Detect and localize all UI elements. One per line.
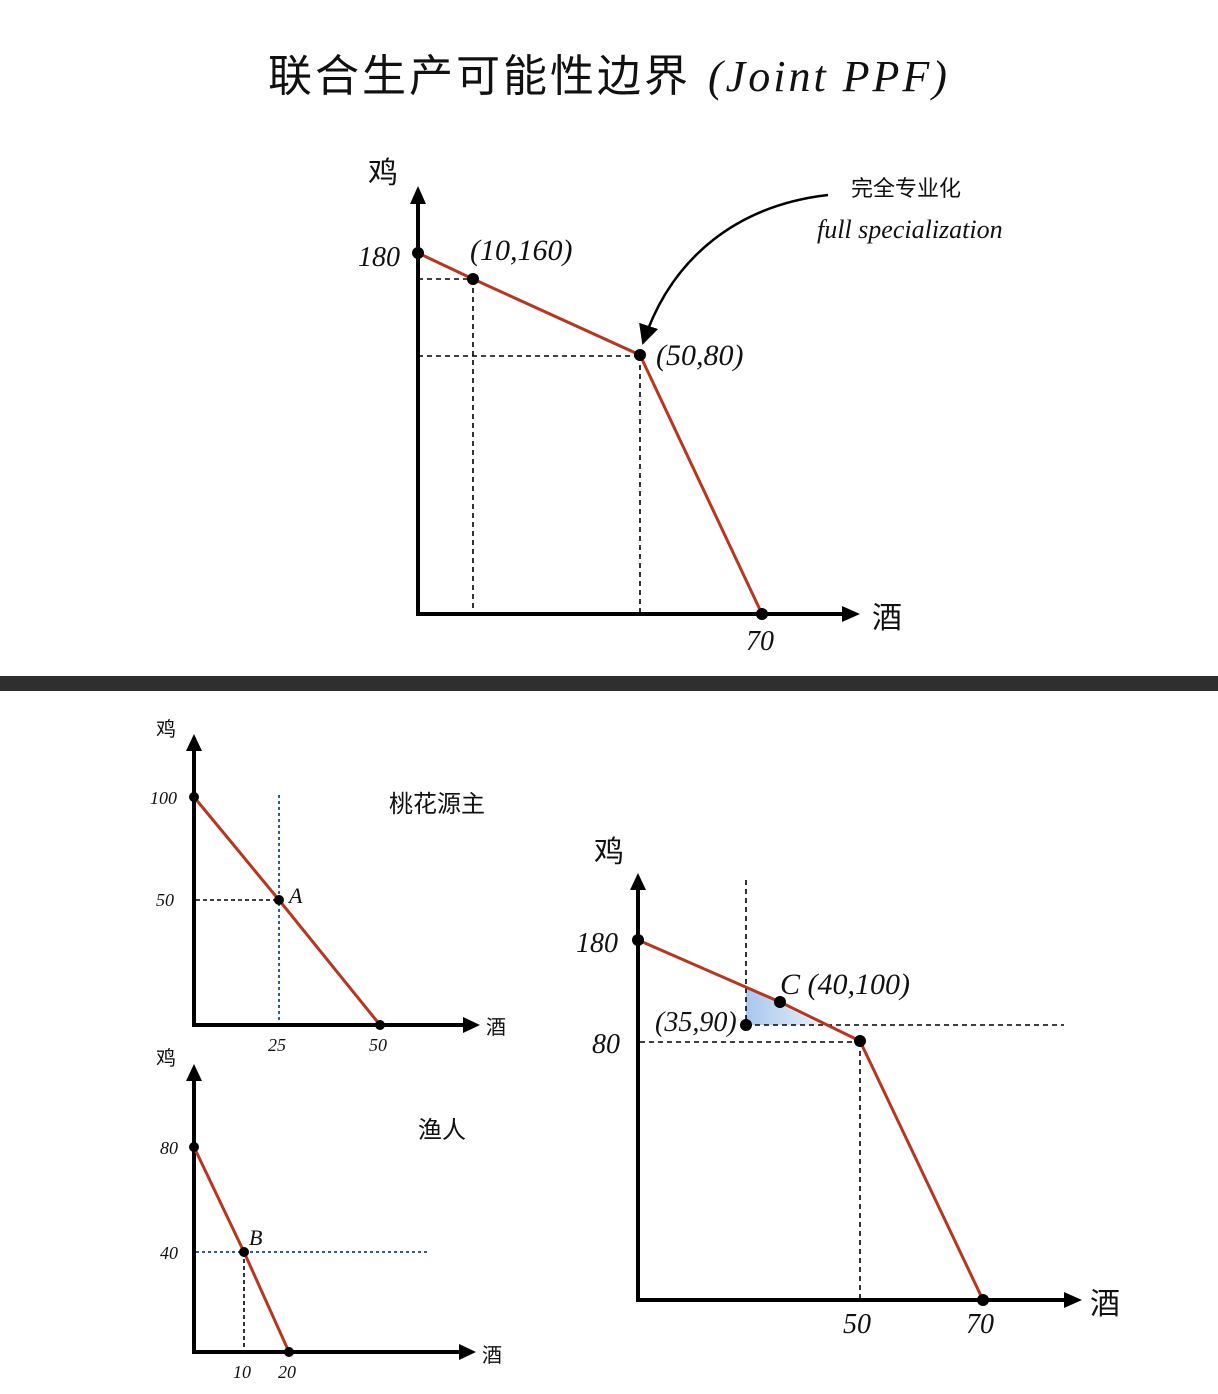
right-ppf-line [637,938,985,1301]
a-chart-name: 桃花源主 [389,791,485,818]
right-chart: 鸡 酒 180 80 50 70 C (40,100) (35,90) [576,836,1120,1340]
right-point-180 [632,934,644,946]
b-x-tick-10: 10 [233,1362,251,1382]
top-chart: 鸡 酒 180 70 (10,160) (50,80) 完全专业化 full s… [358,157,1003,657]
annotation-arrow [639,193,829,345]
right-point-C [774,996,786,1008]
annotation-zh: 完全专业化 [851,176,961,201]
b-point-80 [189,1142,199,1152]
a-ppf-line [192,796,382,1026]
b-point-20 [284,1347,294,1357]
right-point-d-label: (35,90) [655,1007,737,1038]
b-y-tick-80: 80 [160,1138,178,1158]
chart-a: 鸡 酒 100 50 25 50 A 桃花源主 [150,718,506,1055]
a-y-tick-50: 50 [156,890,174,910]
top-x-label: 酒 [872,602,902,635]
page-title: 联合生产可能性边界 (Joint PPF) [0,40,1218,104]
right-y-arrow [630,873,646,890]
right-x-label: 酒 [1090,1288,1120,1321]
top-point-1-label: (10,160) [470,234,572,267]
top-y-tick-180: 180 [358,242,400,273]
top-ppf-line [417,251,764,615]
top-point-70 [756,608,768,620]
right-point-c-label: C (40,100) [780,968,910,1001]
b-point-B [239,1247,249,1257]
chart-b: 鸡 酒 80 40 10 20 B 渔人 [156,1047,502,1382]
right-x-arrow [1064,1292,1082,1308]
b-y-arrow [186,1064,202,1081]
b-x-tick-20: 20 [278,1362,296,1382]
b-chart-name: 渔人 [418,1117,466,1144]
section-divider [0,676,1218,691]
right-point-50-80 [854,1035,866,1047]
b-x-arrow [459,1344,476,1360]
top-point-180 [412,247,424,259]
right-y-label: 鸡 [594,836,624,869]
right-y-tick-80: 80 [592,1029,620,1060]
b-y-tick-40: 40 [160,1243,178,1263]
top-point-50-80 [634,349,646,361]
right-y-tick-180: 180 [576,928,618,959]
top-y-label: 鸡 [368,157,398,190]
a-y-label: 鸡 [156,718,176,741]
a-x-label: 酒 [486,1016,506,1039]
a-point-A [274,895,284,905]
b-point-label: B [249,1225,262,1250]
a-y-tick-100: 100 [150,788,177,808]
top-x-arrow [842,606,860,622]
title-zh: 联合生产可能性边界 [268,51,692,102]
right-point-70 [977,1294,989,1306]
top-x-tick-70: 70 [746,626,774,657]
a-y-arrow [186,734,202,751]
a-x-tick-25: 25 [268,1035,286,1055]
right-point-35-90 [740,1019,752,1031]
annotation-en: full specialization [817,215,1003,244]
right-x-tick-50: 50 [843,1309,871,1340]
b-x-label: 酒 [482,1344,502,1367]
a-point-50 [375,1020,385,1030]
title-en: (Joint PPF) [708,52,950,101]
top-point-10-160 [467,273,479,285]
a-point-100 [189,792,199,802]
top-y-arrow [410,186,426,204]
a-x-arrow [463,1017,480,1033]
right-x-tick-70: 70 [966,1309,994,1340]
b-y-label: 鸡 [156,1047,176,1070]
a-x-tick-50: 50 [369,1035,387,1055]
top-point-2-label: (50,80) [656,339,743,372]
a-point-label: A [287,883,303,908]
